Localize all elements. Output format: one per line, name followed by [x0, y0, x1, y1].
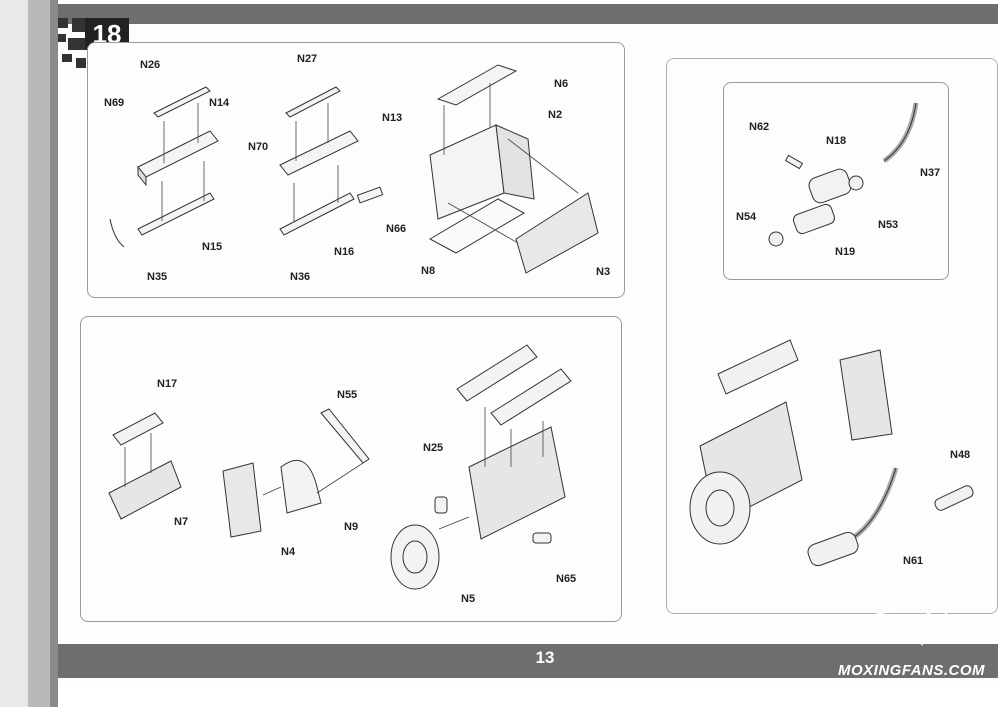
part-label-n6: N6 [554, 78, 569, 90]
part-label-n4: N4 [281, 546, 296, 558]
site-watermark: MOXINGFANS.COM [838, 662, 986, 679]
final-assembly-diagram [689, 339, 974, 567]
part-label-n65: N65 [556, 573, 577, 585]
part-label-n69: N69 [104, 97, 125, 109]
panel-cylinder-heads [87, 42, 625, 298]
page-top-bar [58, 4, 998, 24]
exhaust-parts-diagram [768, 102, 919, 247]
part-label-n7: N7 [174, 516, 189, 528]
part-label-n54: N54 [736, 211, 757, 223]
part-label-n19: N19 [835, 246, 856, 258]
part-label-n5: N5 [461, 593, 476, 605]
booklet-binding [28, 0, 50, 707]
part-label-n36: N36 [290, 271, 311, 283]
part-label-n48: N48 [950, 449, 971, 461]
part-label-n9: N9 [344, 521, 359, 533]
panel-engine-assembly [80, 316, 622, 622]
part-label-n2: N2 [548, 109, 563, 121]
panel-exhaust-parts [723, 82, 949, 280]
engine-assembly-diagram [108, 344, 572, 590]
part-label-n14: N14 [209, 97, 230, 109]
part-label-n17: N17 [157, 378, 178, 390]
part-label-n26: N26 [140, 59, 161, 71]
scan-margin [0, 0, 28, 707]
part-label-n25: N25 [423, 442, 444, 454]
page-number: 13 [535, 648, 555, 667]
part-label-n13: N13 [382, 112, 403, 124]
part-label-n70: N70 [248, 141, 269, 153]
part-label-n37: N37 [920, 167, 941, 179]
part-label-n8: N8 [421, 265, 436, 277]
part-label-n35: N35 [147, 271, 168, 283]
part-label-n16: N16 [334, 246, 355, 258]
part-label-n3: N3 [596, 266, 611, 278]
part-label-n15: N15 [202, 241, 223, 253]
step-badge-decoration [58, 18, 86, 72]
paper-plane-logo [870, 587, 967, 646]
part-label-n55: N55 [337, 389, 358, 401]
part-label-n61: N61 [903, 555, 924, 567]
part-label-n27: N27 [297, 53, 318, 65]
booklet-binding-shadow [50, 0, 58, 707]
part-label-n66: N66 [386, 223, 407, 235]
page-footer-bar [58, 644, 998, 678]
part-label-n18: N18 [826, 135, 847, 147]
panel-final-assembly [666, 58, 998, 614]
cylinder-head-parts-diagram [109, 64, 599, 274]
part-label-n53: N53 [878, 219, 899, 231]
part-label-n62: N62 [749, 121, 770, 133]
